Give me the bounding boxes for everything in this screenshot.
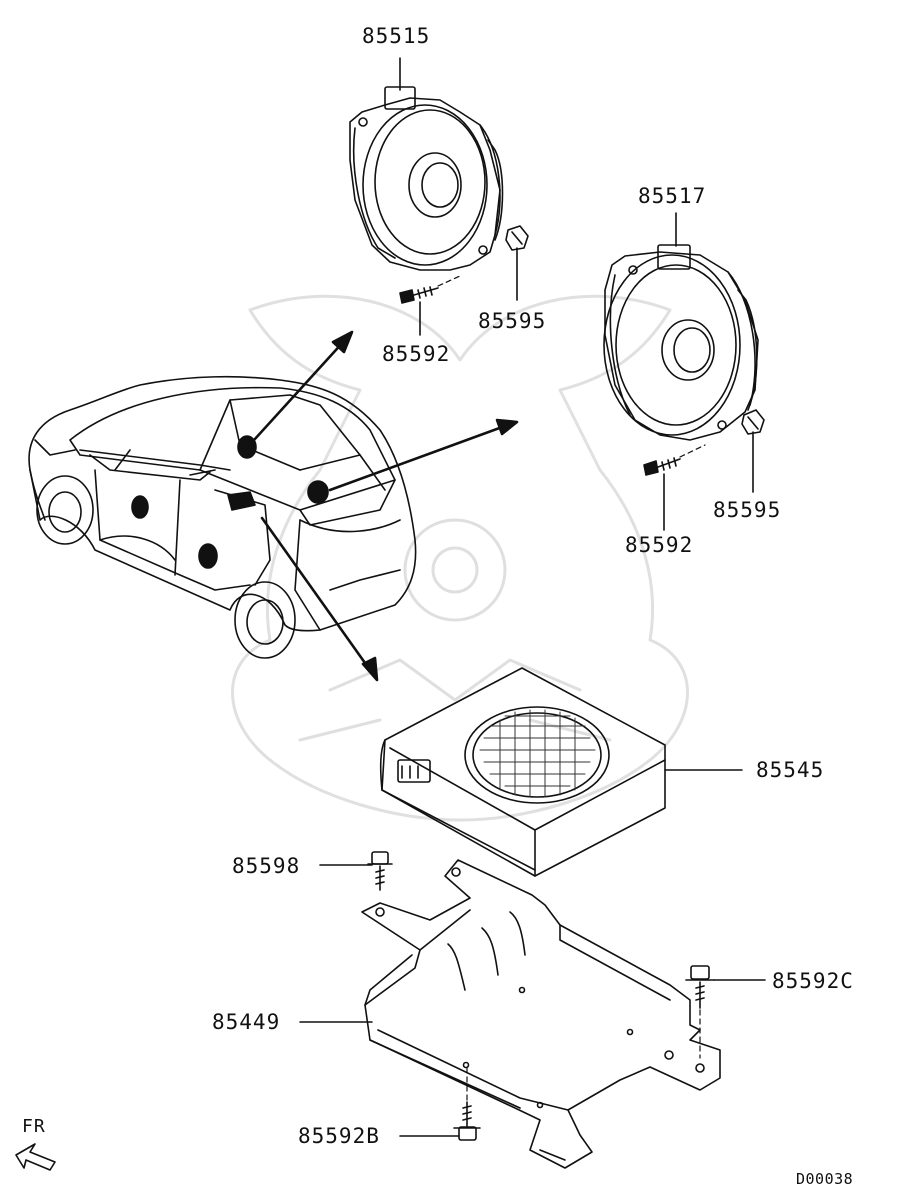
rear-speaker-85517 — [603, 212, 759, 441]
front-direction-arrow-icon — [15, 1143, 56, 1171]
bracket-85449 — [361, 859, 721, 1169]
bolt-85592C — [685, 965, 766, 1059]
bolt-85592B — [399, 1067, 481, 1141]
screw-85592-front — [399, 275, 461, 336]
callout-85592-front: 85592 — [382, 342, 451, 366]
subwoofer-85545 — [379, 667, 666, 877]
front-speaker-85515 — [349, 57, 504, 271]
callout-85595-front: 85595 — [478, 309, 547, 333]
pointer-arrows — [252, 330, 519, 682]
callout-85592C: 85592C — [772, 969, 854, 993]
arrow-to-front-speaker — [252, 338, 347, 442]
arrow-to-subwoofer — [260, 516, 372, 672]
clip-85595-rear — [741, 409, 765, 493]
callout-85545: 85545 — [756, 758, 825, 782]
callout-85592B: 85592B — [298, 1124, 380, 1148]
callout-85517: 85517 — [638, 184, 707, 208]
callout-85449: 85449 — [212, 1010, 281, 1034]
screw-85592-rear — [643, 444, 706, 531]
clip-85595-front — [505, 225, 529, 301]
callout-85595-rear: 85595 — [713, 498, 782, 522]
bolt-85598 — [319, 851, 393, 891]
callout-85592-rear: 85592 — [625, 533, 694, 557]
callout-85598: 85598 — [232, 854, 301, 878]
watermark-emblem — [231, 294, 689, 822]
arrow-to-rear-speaker — [328, 424, 507, 492]
speaker-grille — [479, 709, 596, 798]
callout-85515: 85515 — [362, 24, 431, 48]
diagram-code: D00038 — [796, 1170, 854, 1188]
front-direction-label: FR — [22, 1116, 46, 1137]
leader-lines — [299, 769, 743, 1023]
vehicle-outline — [28, 375, 417, 659]
